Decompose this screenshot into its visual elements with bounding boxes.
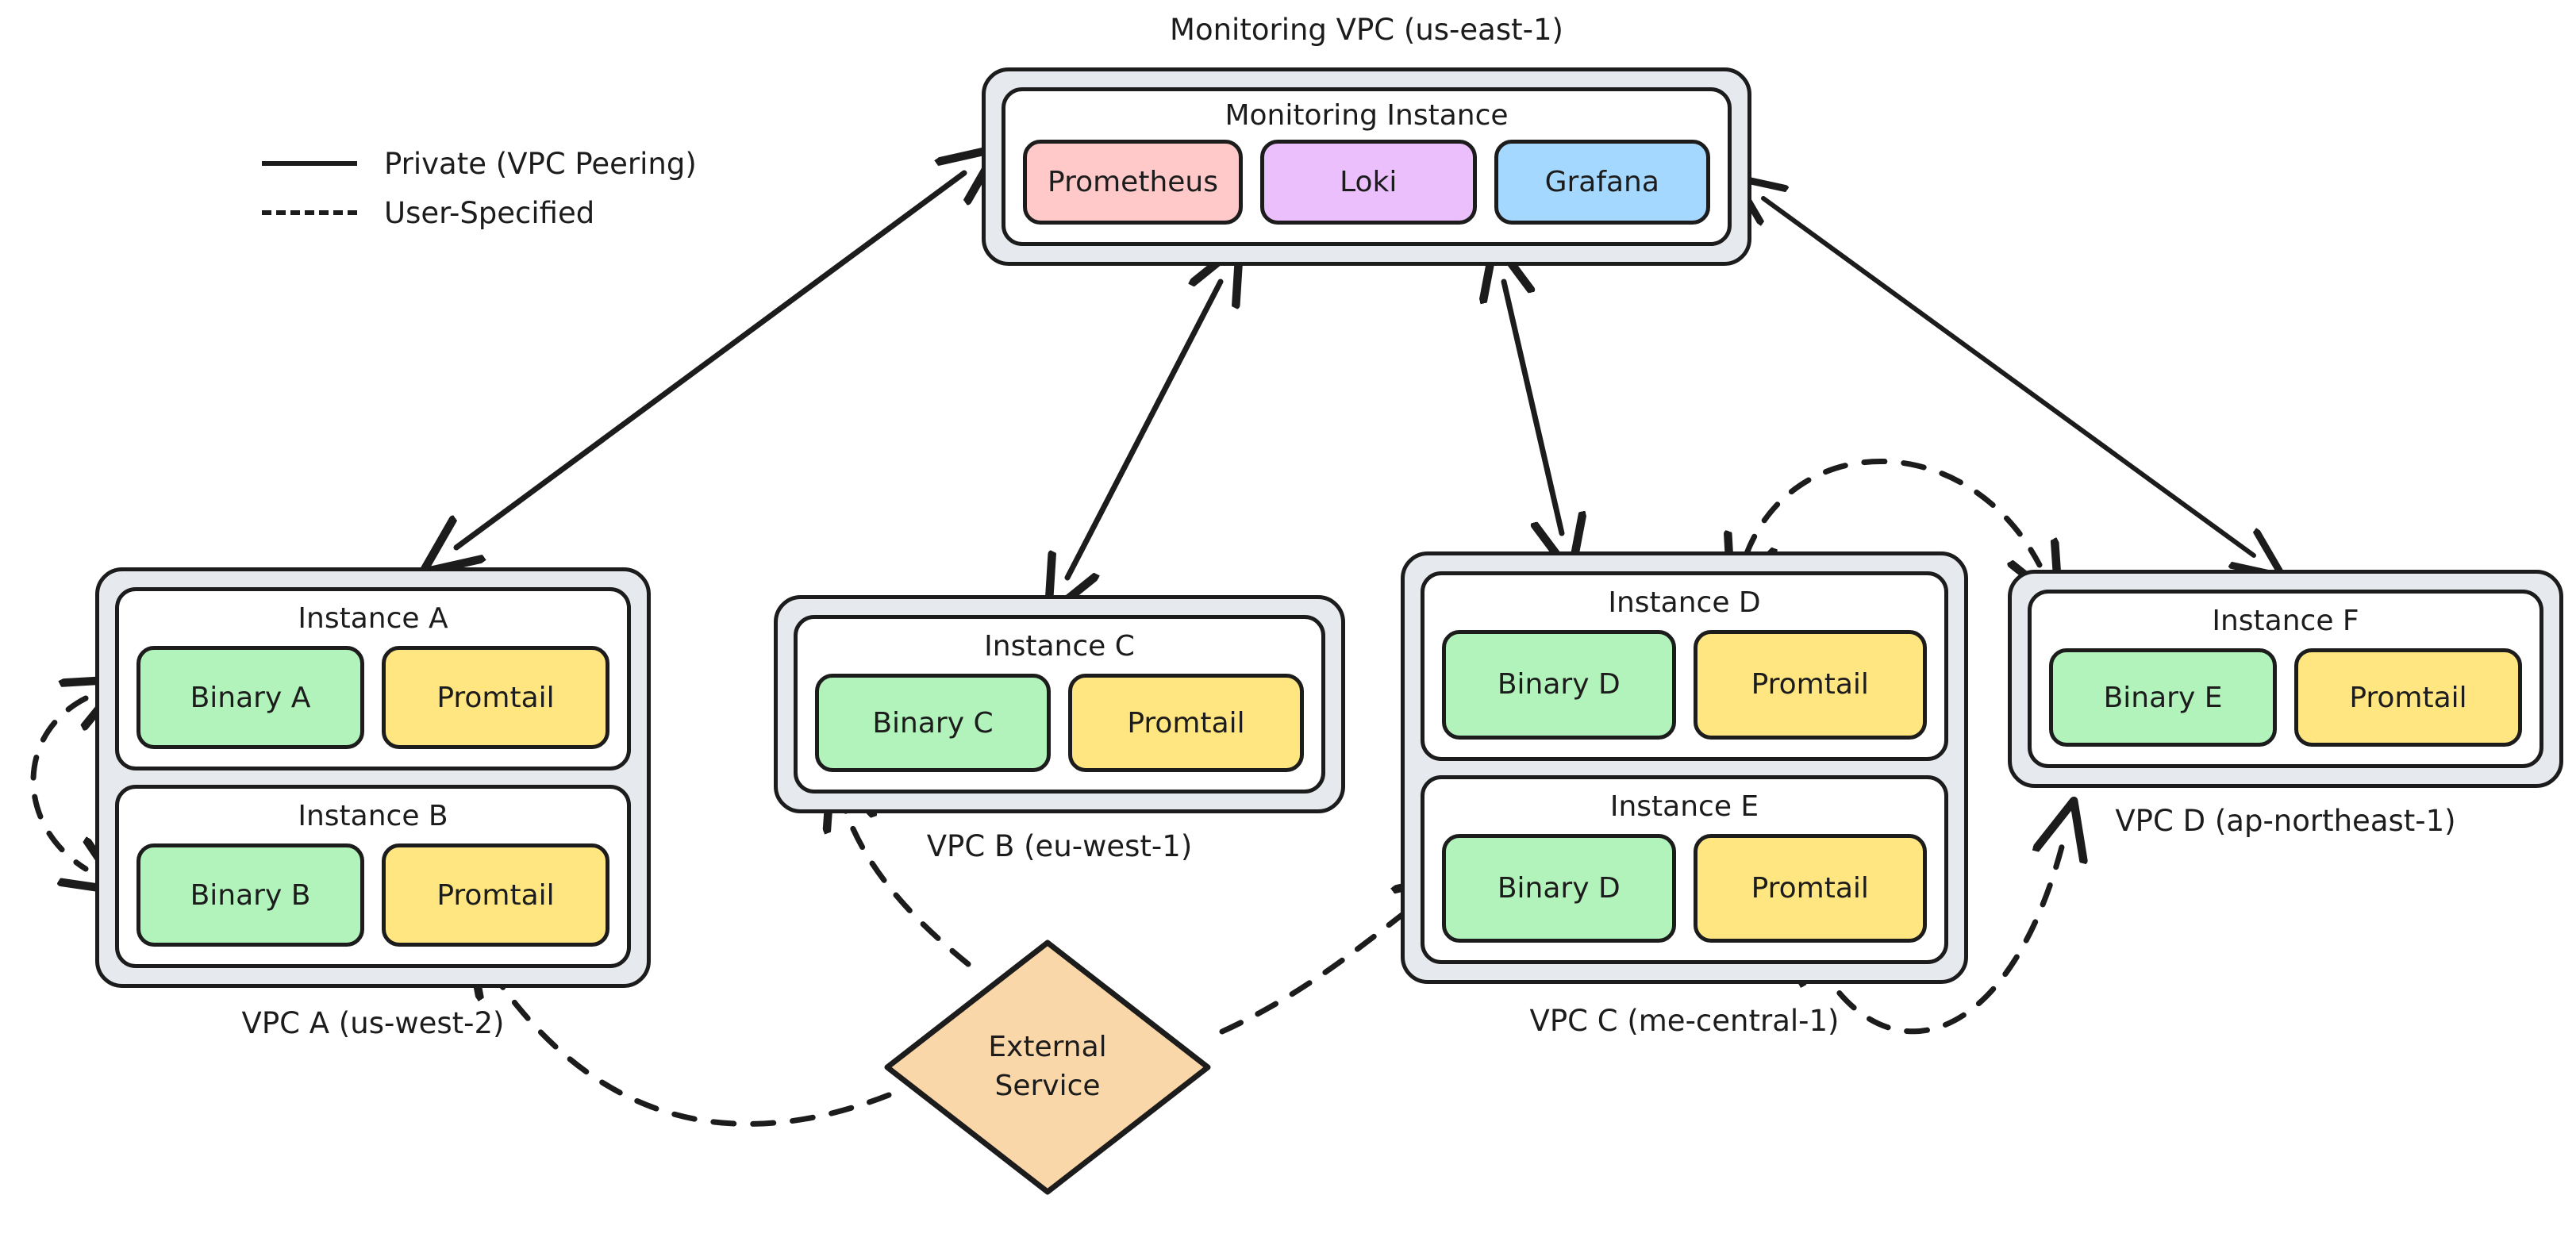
monitoring-vpc-container[interactable]: Monitoring Instance Prometheus Loki Graf… — [982, 67, 1751, 266]
instance-a-title: Instance A — [298, 602, 448, 635]
legend-label-private: Private (VPC Peering) — [384, 146, 697, 181]
service-binary-d[interactable]: Binary D — [1442, 630, 1676, 740]
monitoring-instance[interactable]: Monitoring Instance Prometheus Loki Graf… — [1002, 87, 1732, 246]
instance-c[interactable]: Instance C Binary C Promtail — [794, 615, 1325, 793]
vpc-d-container[interactable]: Instance F Binary E Promtail — [2008, 570, 2563, 788]
instance-c-service-row: Binary C Promtail — [815, 674, 1304, 772]
monitoring-service-row: Prometheus Loki Grafana — [1023, 140, 1711, 225]
instance-e-service-row: Binary D Promtail — [1442, 833, 1927, 943]
edge-vpc-c-to-vpc-d-upper — [1746, 459, 2040, 565]
service-promtail-c[interactable]: Promtail — [1068, 674, 1304, 772]
service-promtail-f[interactable]: Promtail — [2294, 648, 2522, 747]
edge-external-to-vpc-c — [1219, 901, 1421, 1035]
instance-b-service-row: Binary B Promtail — [136, 843, 609, 947]
legend-item-private: Private (VPC Peering) — [262, 139, 754, 188]
external-service-line1: External — [988, 1031, 1107, 1064]
edge-instance-a-to-instance-b — [30, 698, 86, 869]
solid-line-icon — [262, 161, 357, 166]
service-binary-a[interactable]: Binary A — [136, 646, 364, 749]
diamond-icon — [884, 940, 1211, 1195]
service-binary-e[interactable]: Binary D — [1442, 833, 1676, 943]
service-promtail-a[interactable]: Promtail — [382, 646, 609, 749]
instance-f-title: Instance F — [2212, 605, 2359, 637]
external-service-shape: External Service — [881, 936, 1214, 1198]
instance-f[interactable]: Instance F Binary E Promtail — [2028, 590, 2543, 768]
external-service-text: External Service — [881, 936, 1214, 1198]
vpc-c-label: VPC C (me-central-1) — [1529, 1004, 1840, 1038]
legend-item-user-specified: User-Specified — [262, 188, 754, 237]
instance-d-service-row: Binary D Promtail — [1442, 630, 1927, 740]
service-promtail-d[interactable]: Promtail — [1693, 630, 1927, 740]
instance-a[interactable]: Instance A Binary A Promtail — [115, 587, 631, 770]
instance-b[interactable]: Instance B Binary B Promtail — [115, 785, 631, 968]
edge-monitoring-to-vpc-d — [1763, 198, 2254, 555]
vpc-a-label: VPC A (us-west-2) — [241, 1006, 505, 1040]
instance-d-title: Instance D — [1608, 586, 1761, 619]
monitoring-instance-title: Monitoring Instance — [1225, 99, 1509, 132]
monitoring-vpc-label: Monitoring VPC (us-east-1) — [1170, 13, 1563, 47]
instance-a-service-row: Binary A Promtail — [136, 646, 609, 749]
edge-monitoring-to-vpc-b — [1067, 282, 1221, 578]
vpc-b-label: VPC B (eu-west-1) — [926, 829, 1193, 863]
edge-external-to-vpc-a — [492, 972, 892, 1127]
instance-d[interactable]: Instance D Binary D Promtail — [1421, 571, 1948, 761]
vpc-a-container[interactable]: Instance A Binary A Promtail Instance B … — [95, 567, 651, 988]
instance-c-title: Instance C — [984, 630, 1135, 663]
service-grafana[interactable]: Grafana — [1494, 140, 1711, 225]
dashed-line-icon — [262, 210, 357, 215]
external-service-node[interactable]: External Service — [881, 936, 1214, 1198]
legend: Private (VPC Peering) User-Specified — [262, 139, 754, 237]
legend-label-user-specified: User-Specified — [384, 195, 595, 230]
vpc-c-container[interactable]: Instance D Binary D Promtail Instance E … — [1401, 551, 1968, 984]
instance-e-title: Instance E — [1609, 790, 1759, 823]
service-loki[interactable]: Loki — [1259, 140, 1477, 225]
service-promtail-b[interactable]: Promtail — [382, 843, 609, 947]
service-promtail-e[interactable]: Promtail — [1693, 833, 1927, 943]
service-binary-c[interactable]: Binary C — [815, 674, 1051, 772]
edge-monitoring-to-vpc-c — [1504, 282, 1562, 533]
instance-f-service-row: Binary E Promtail — [2049, 648, 2522, 747]
service-prometheus[interactable]: Prometheus — [1023, 140, 1243, 225]
instance-b-title: Instance B — [298, 800, 448, 832]
vpc-b-container[interactable]: Instance C Binary C Promtail — [774, 595, 1345, 813]
instance-e[interactable]: Instance E Binary D Promtail — [1421, 774, 1948, 964]
external-service-line2: Service — [994, 1070, 1101, 1102]
vpc-d-label: VPC D (ap-northeast-1) — [2115, 804, 2456, 838]
service-binary-f[interactable]: Binary E — [2049, 648, 2277, 747]
service-binary-b[interactable]: Binary B — [136, 843, 364, 947]
